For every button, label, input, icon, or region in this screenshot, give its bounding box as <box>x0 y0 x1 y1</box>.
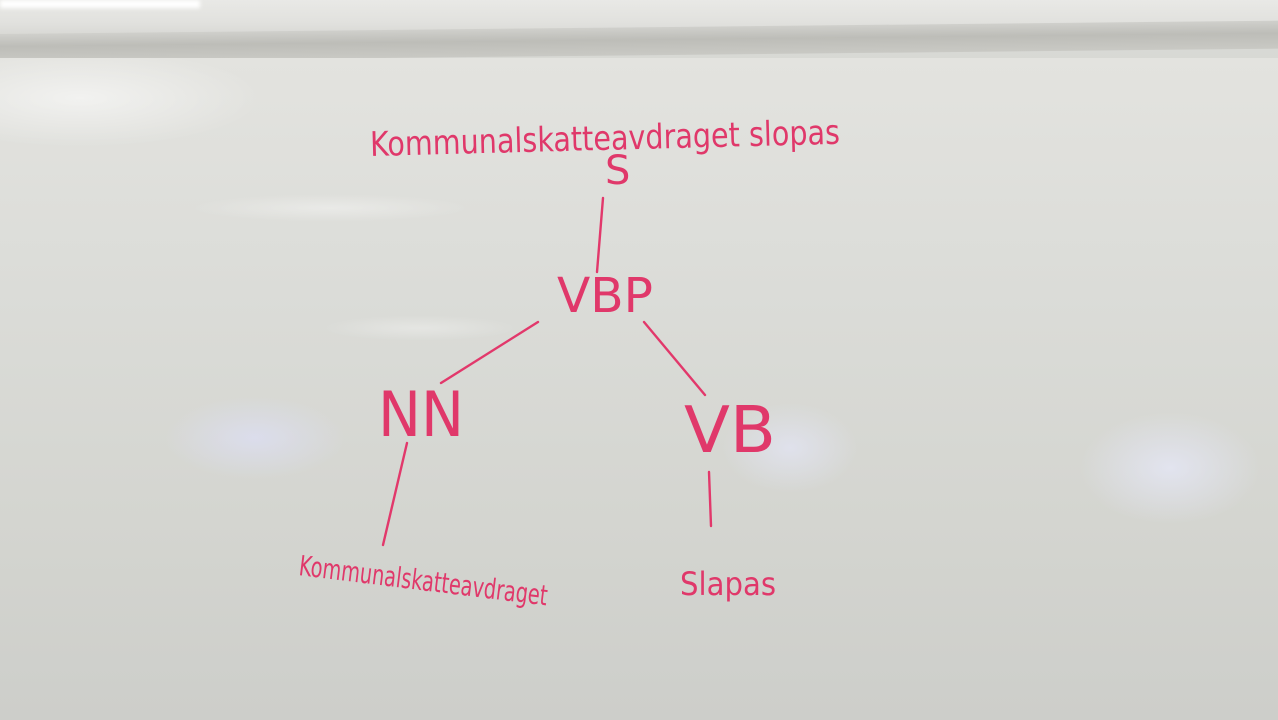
edge-s-vbp <box>595 196 605 274</box>
edge-vbp-vb <box>642 320 707 397</box>
edge-vbp-nn <box>439 320 540 385</box>
ceiling-light <box>0 0 200 8</box>
node-s: S <box>605 148 630 194</box>
node-vbp: VBP <box>557 268 653 324</box>
edge-nn-leaf <box>381 441 409 547</box>
node-vb: VB <box>684 394 776 468</box>
leaf-slapas: Slapas <box>680 565 776 603</box>
node-nn: NN <box>378 378 464 451</box>
edge-vb-leaf <box>707 470 713 528</box>
leaf-kommunalskatteavdraget: Kommunalskatteavdraget <box>297 549 549 612</box>
whiteboard-surface <box>0 58 1278 720</box>
